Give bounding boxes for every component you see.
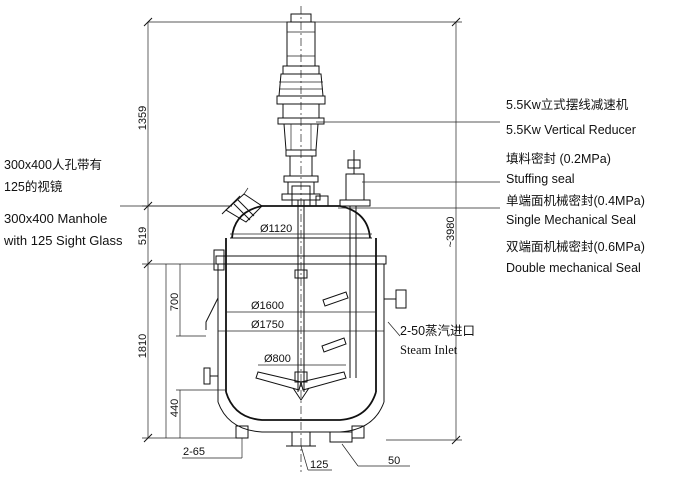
dim-d1750: Ø1750 bbox=[251, 319, 284, 331]
reducer-label-cn: 5.5Kw立式摆线减速机 bbox=[506, 98, 629, 112]
dim-440: 440 bbox=[169, 399, 181, 417]
vessel-body bbox=[203, 205, 407, 447]
manhole-label-cn-1: 300x400人孔带有 bbox=[4, 158, 102, 172]
dim-d1600: Ø1600 bbox=[251, 300, 284, 312]
steam-inlet-label-cn: 2-50蒸汽进口 bbox=[400, 324, 476, 338]
seal-housing bbox=[291, 185, 329, 207]
double-seal-label-cn: 双端面机械密封(0.6MPa) bbox=[506, 240, 645, 254]
single-seal-label-cn: 单端面机械密封(0.4MPa) bbox=[506, 194, 645, 208]
reducer-label-en: 5.5Kw Vertical Reducer bbox=[506, 123, 636, 137]
dim-1810: 1810 bbox=[137, 334, 149, 358]
dim-3980: ~3980 bbox=[445, 217, 457, 248]
dim-125: 125 bbox=[310, 459, 328, 471]
manhole-label-cn-2: 125的视镜 bbox=[4, 180, 63, 194]
diameter-lines bbox=[218, 233, 384, 366]
dim-519: 519 bbox=[137, 227, 149, 245]
dim-1359: 1359 bbox=[137, 106, 149, 130]
dim-700: 700 bbox=[169, 293, 181, 311]
motor-reducer bbox=[276, 13, 326, 201]
double-seal-label-en: Double mechanical Seal bbox=[506, 261, 641, 275]
dim-50: 50 bbox=[388, 455, 400, 467]
dim-d800: Ø800 bbox=[264, 353, 291, 365]
steam-inlet-label-en: Steam Inlet bbox=[400, 343, 458, 357]
stuffing-seal-label-en: Stuffing seal bbox=[506, 172, 575, 186]
dim-2-65: 2-65 bbox=[183, 446, 205, 458]
stuffing-seal-label-cn: 填料密封 (0.2MPa) bbox=[506, 152, 611, 166]
agitator-shaft bbox=[255, 200, 349, 401]
dim-d1120: Ø1120 bbox=[260, 223, 292, 235]
dip-pipe bbox=[339, 150, 371, 378]
single-seal-label-en: Single Mechanical Seal bbox=[506, 213, 636, 227]
manhole bbox=[221, 187, 263, 223]
dimension-lines bbox=[120, 17, 500, 471]
manhole-label-en: 300x400 Manhole with 125 Sight Glass bbox=[4, 211, 123, 248]
